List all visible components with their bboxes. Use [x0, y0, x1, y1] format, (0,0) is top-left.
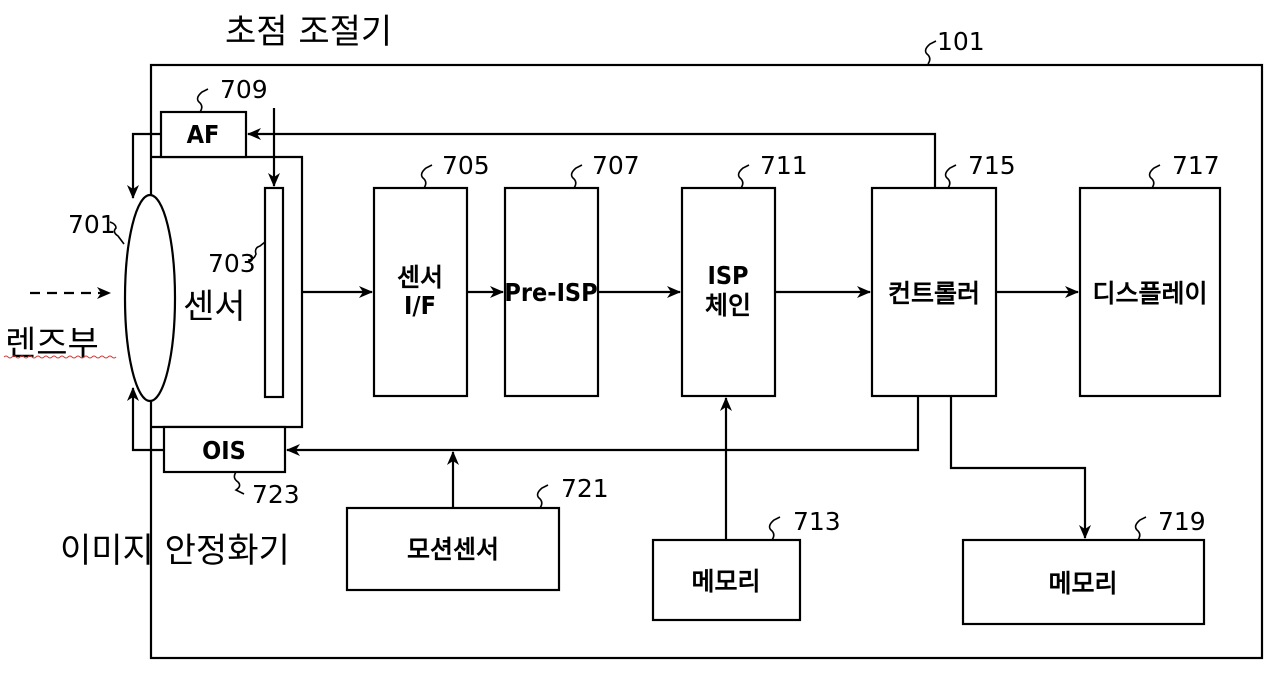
- ref-squiggle-711: [737, 164, 750, 189]
- lens-ellipse[interactable]: [123, 193, 177, 403]
- af-label: AF: [187, 120, 220, 149]
- ref-squiggle-721: [536, 484, 549, 509]
- ref-squiggle-705: [420, 164, 433, 189]
- ref-squiggle-713: [768, 516, 781, 541]
- display-box[interactable]: [1078, 186, 1222, 398]
- ref-713: 713: [793, 507, 841, 536]
- ref-squiggle-707: [570, 164, 583, 189]
- ref-715: 715: [968, 151, 1016, 180]
- controller-to-memory-line: [949, 396, 1091, 539]
- ref-703: 703: [208, 249, 256, 278]
- controller-to-ois-line: [286, 396, 920, 456]
- sensor-if-label-line1: 센서: [397, 263, 443, 292]
- sensor-bar[interactable]: [263, 186, 285, 399]
- ref-707: 707: [592, 151, 640, 180]
- ref-721: 721: [561, 474, 609, 503]
- display-label: 디스플레이: [1092, 279, 1207, 308]
- ref-723: 723: [252, 480, 300, 509]
- ref-719: 719: [1158, 507, 1206, 536]
- ref-squiggle-715: [944, 164, 957, 189]
- ref-711: 711: [760, 151, 808, 180]
- ref-717: 717: [1172, 151, 1220, 180]
- ref-squiggle-709: [196, 88, 209, 113]
- memory-719-label: 메모리: [1048, 569, 1117, 598]
- ref-squiggle-719: [1134, 516, 1147, 541]
- ref-705: 705: [442, 151, 490, 180]
- ois-label: OIS: [202, 436, 246, 465]
- image-stabilizer-label: 이미지 안정화기: [60, 531, 290, 571]
- ref-squiggle-723: [233, 471, 245, 495]
- motion-sensor-label: 모션센서: [407, 535, 499, 564]
- isp-chain-label-line2: 체인: [705, 291, 751, 320]
- memory-713-label: 메모리: [691, 567, 760, 596]
- memory-719-box[interactable]: [961, 538, 1206, 626]
- ois-to-lens-line: [127, 387, 164, 452]
- af-to-lens-line: [127, 132, 161, 199]
- spellcheck-underline: [3, 355, 117, 359]
- ref-101: 101: [937, 27, 985, 56]
- ref-squiggle-703: [247, 241, 266, 261]
- sensor-if-label-line2: I/F: [404, 291, 436, 320]
- ref-squiggle-717: [1148, 164, 1161, 189]
- pre-isp-label: Pre-ISP: [504, 278, 597, 307]
- sensor-label: 센서: [183, 287, 246, 327]
- controller-label: 컨트롤러: [888, 279, 980, 308]
- isp-chain-label-line1: ISP: [707, 261, 748, 290]
- ref-701: 701: [68, 210, 116, 239]
- ref-squiggle-101: [924, 40, 937, 65]
- focus-adjuster-label: 초점 조절기: [225, 12, 392, 52]
- ref-squiggle-701: [109, 221, 125, 245]
- controller-to-af-line: [247, 128, 937, 188]
- ref-709: 709: [220, 75, 268, 104]
